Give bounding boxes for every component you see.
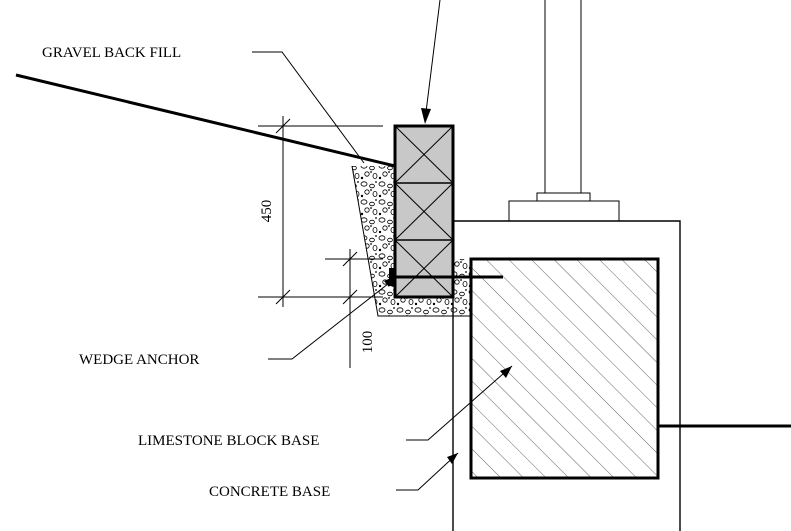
concrete-base-callout: CONCRETE BASE	[209, 452, 459, 500]
dimension-450: 450	[258, 116, 383, 307]
concrete-base	[452, 220, 681, 531]
gravel-back-fill-label: GRAVEL BACK FILL	[42, 45, 181, 61]
limestone-block-base-callout: LIMESTONE BLOCK BASE	[138, 365, 513, 449]
dimension-100: 100	[325, 249, 383, 368]
wedge-anchor-label: WEDGE ANCHOR	[79, 352, 199, 368]
ground-line	[15, 73, 396, 168]
limestone-block-base	[469, 257, 660, 480]
post	[508, 0, 620, 222]
gravel-back-fill-callout: GRAVEL BACK FILL	[42, 45, 365, 164]
limestone-block-base-label: LIMESTONE BLOCK BASE	[138, 433, 319, 449]
wedge-anchor-rod	[389, 268, 503, 286]
dimension-450-text: 450	[259, 200, 275, 223]
wall-blocks	[393, 124, 455, 299]
top-leader	[421, 0, 441, 124]
dimension-100-text: 100	[360, 331, 376, 354]
wedge-anchor-callout: WEDGE ANCHOR	[79, 277, 394, 368]
concrete-base-label: CONCRETE BASE	[209, 484, 330, 500]
